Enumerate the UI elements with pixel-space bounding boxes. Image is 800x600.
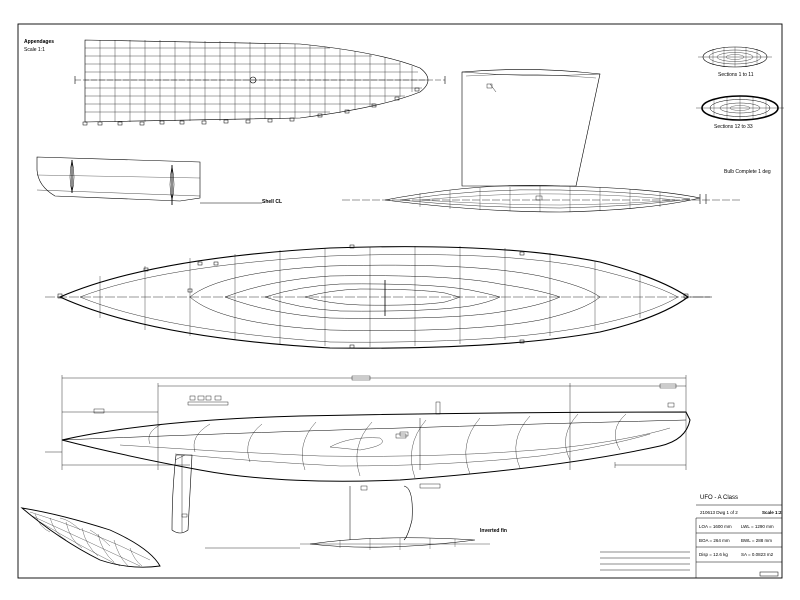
sheet-border [17,23,783,579]
section-label-1: Sections 1 to 11 [718,72,754,78]
section-view-2 [696,95,784,121]
perspective-hull-view [20,507,161,568]
section-label-2: Sections 12 to 33 [714,124,753,130]
waterline-plan-view [45,244,712,349]
section-view-1 [698,46,772,68]
shell-label: Shell CL [262,199,283,205]
appendage-label: Appendages [24,39,55,45]
title-block [695,504,782,578]
fin-profile-view [461,69,601,187]
shell-side-view [36,156,262,205]
bulb-label: Bulb Complete 1 deg [724,169,771,175]
lwl-value: LWL = 1290 mm [741,524,774,529]
hull-profile-view [61,411,691,482]
keel-fin-view [171,454,413,541]
keel-fin-label: Inverted fin [480,528,507,534]
displacement-value: Disp = 12.6 kg [699,552,728,557]
drawing-scale: Scale 1:2 [762,510,782,515]
bulb-side-view [342,184,740,213]
drawing-number: 210613 Dwg 1 of 2 [700,510,738,515]
bulb-plan-view [205,537,490,550]
boa-value: BOA = 264 mm [699,538,730,543]
loa-value: LOA = 1600 mm [699,524,732,529]
bwl-value: BWL = 288 mm [741,538,772,543]
sail-area-value: SA = 0.0823 m2 [741,552,774,557]
title-block-title: UFO - A Class [700,495,739,501]
appendage-grid-view [74,39,446,126]
profile-dimension-lines [45,375,687,489]
notes-lines [600,551,690,571]
appendage-scale-label: Scale 1:1 [24,47,45,53]
